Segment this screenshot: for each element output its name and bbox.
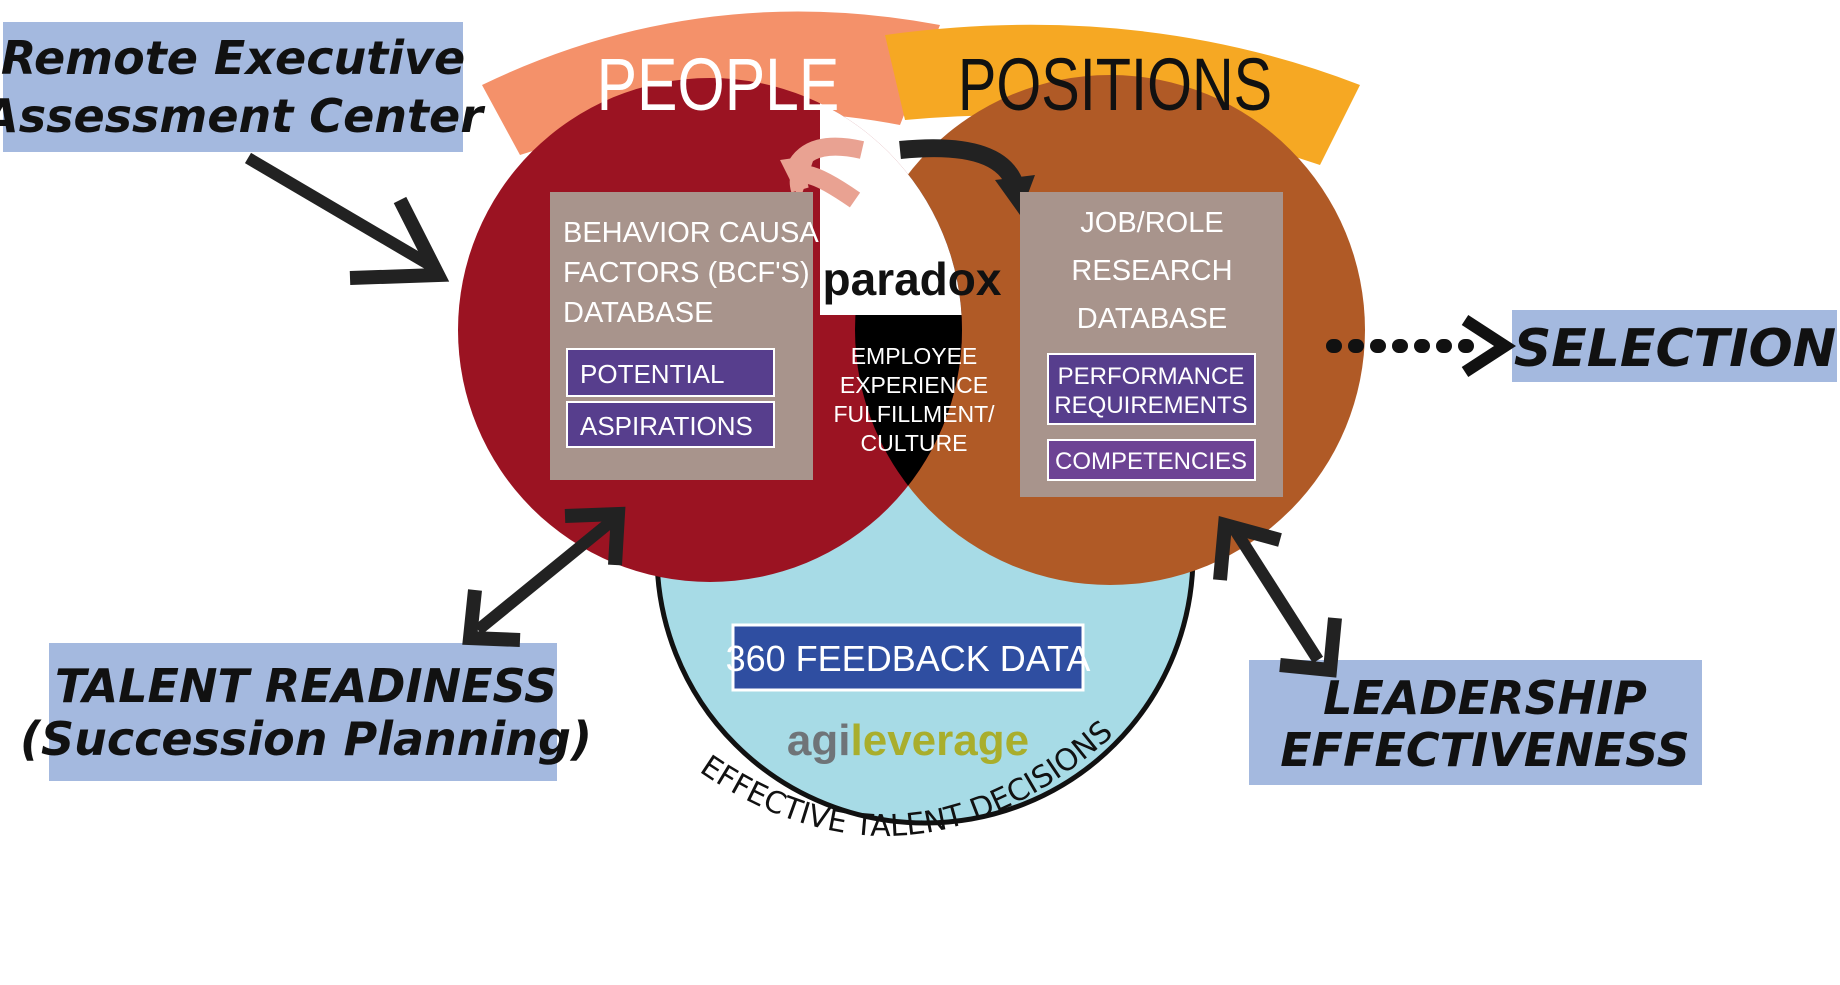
performance-requirements-tag xyxy=(1047,353,1256,425)
people-db-line1: BEHAVIOR CAUSAL/ xyxy=(563,217,844,249)
potential-tag-label: POTENTIAL xyxy=(580,359,724,389)
leadership-callout xyxy=(1249,660,1702,785)
selection-label: SELECTION xyxy=(1514,319,1836,379)
selection-callout xyxy=(1512,310,1837,382)
leadership-arrow xyxy=(1229,526,1324,664)
exchange-arrow-right xyxy=(899,139,1024,189)
exchange-arrowhead-right xyxy=(995,175,1035,215)
talent-readiness-callout xyxy=(49,643,557,781)
talent-arrow xyxy=(474,515,617,635)
logo-agi: agi xyxy=(787,716,851,765)
positions-db-line1: JOB/ROLE xyxy=(1080,207,1223,239)
remote-line1: Remote Executive xyxy=(1,31,465,85)
logo-leverage: leverage xyxy=(851,716,1030,765)
center-line4: CULTURE xyxy=(861,430,968,456)
remote-assessment-callout xyxy=(3,22,463,152)
center-line2: EXPERIENCE xyxy=(840,372,988,398)
positions-db-line3: DATABASE xyxy=(1077,303,1227,335)
talent-arrowhead-top xyxy=(564,506,626,566)
talent-line1: TALENT READINESS xyxy=(55,659,557,713)
positions-db-line2: RESEARCH xyxy=(1071,255,1232,287)
leadership-arrowhead-top xyxy=(1213,516,1282,581)
talent-arrowhead-bottom xyxy=(462,589,521,647)
people-db-line3: DATABASE xyxy=(563,297,713,329)
remote-arrowhead xyxy=(349,196,450,285)
talent-line2: (Succession Planning) xyxy=(20,712,592,766)
people-title: PEOPLE xyxy=(597,44,840,126)
people-db-line2: FACTORS (BCF'S) xyxy=(563,257,810,289)
center-line3: FULFILLMENT/ xyxy=(833,401,995,427)
aspirations-tag xyxy=(566,401,775,448)
potential-tag xyxy=(566,348,775,397)
aspirations-tag-label: ASPIRATIONS xyxy=(580,411,753,441)
center-line1: EMPLOYEE xyxy=(851,343,978,369)
performance-tag-line2: REQUIREMENTS xyxy=(1054,392,1247,419)
feedback-data-label: 360 FEEDBACK DATA xyxy=(726,638,1091,679)
feedback-data-box xyxy=(731,623,1085,692)
performance-tag-line1: PERFORMANCE xyxy=(1058,363,1245,390)
remote-arrow xyxy=(244,152,434,271)
selection-arrowhead xyxy=(1461,314,1517,378)
leadership-line2: EFFECTIVENESS xyxy=(1280,723,1690,777)
paradox-title: paradox xyxy=(823,253,1002,305)
exchange-arrowhead-left xyxy=(780,155,815,200)
competencies-tag-label: COMPETENCIES xyxy=(1055,448,1247,475)
remote-line2: Assessment Center xyxy=(0,89,486,143)
agileverage-logo: agileverage xyxy=(787,716,1029,765)
leadership-arrowhead-bottom xyxy=(1279,617,1342,678)
positions-title: POSITIONS xyxy=(958,44,1272,127)
leadership-line1: LEADERSHIP xyxy=(1323,671,1647,725)
competencies-tag xyxy=(1047,439,1256,481)
